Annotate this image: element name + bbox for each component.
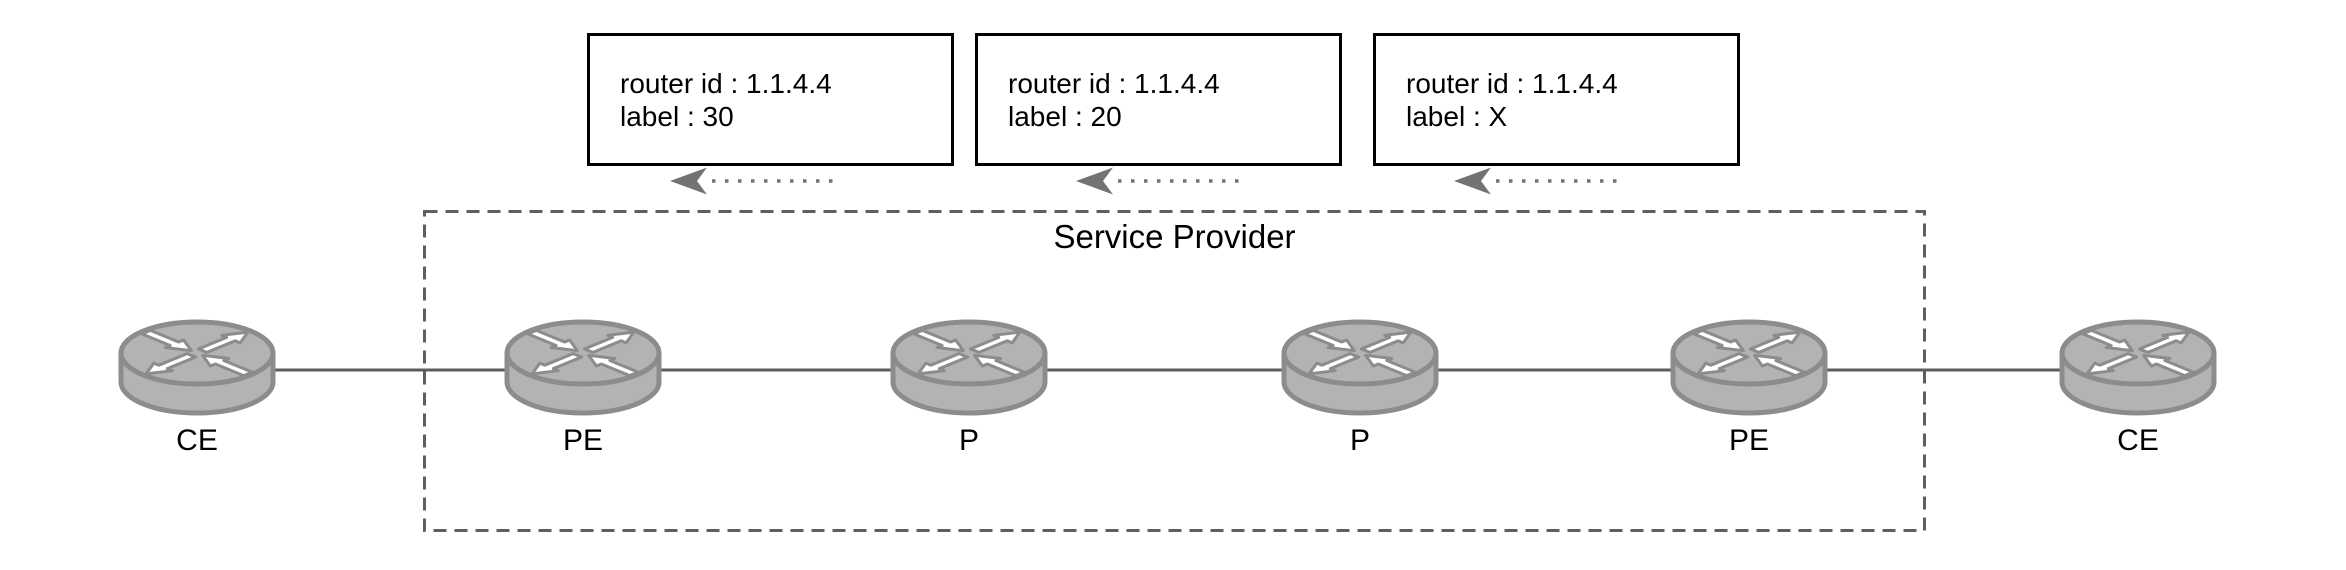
advert-router-id-line: router id : 1.1.4.4	[1406, 67, 1618, 99]
label-advert-box-3: router id : 1.1.4.4 label : X	[1373, 33, 1740, 166]
node-pe-right	[1669, 318, 1829, 418]
service-provider-boundary	[423, 210, 1926, 532]
node-label: PE	[562, 424, 604, 457]
router-icon	[2058, 318, 2218, 418]
router-icon	[503, 318, 663, 418]
label-advert-box-2: router id : 1.1.4.4 label : 20	[975, 33, 1342, 166]
router-icon	[117, 318, 277, 418]
label-advert-box-1: router id : 1.1.4.4 label : 30	[587, 33, 954, 166]
label-advert-arrow-3	[1454, 167, 1620, 195]
advert-label-line: label : X	[1406, 100, 1508, 132]
left-arrowhead-icon	[1076, 167, 1113, 195]
node-label: P	[1349, 424, 1370, 457]
label-advert-arrow-1	[670, 167, 836, 195]
node-label: CE	[176, 424, 218, 457]
left-arrowhead-icon	[1454, 167, 1491, 195]
node-p-left	[889, 318, 1049, 418]
node-p-right	[1280, 318, 1440, 418]
router-icon	[1669, 318, 1829, 418]
router-icon	[889, 318, 1049, 418]
node-label: P	[958, 424, 979, 457]
label-advert-arrow-2	[1076, 167, 1242, 195]
service-provider-region-label: Service Provider	[1053, 218, 1296, 255]
advert-router-id-line: router id : 1.1.4.4	[620, 67, 832, 99]
advert-label-line: label : 30	[620, 100, 734, 132]
node-ce-right	[2058, 318, 2218, 418]
router-icon	[1280, 318, 1440, 418]
left-arrowhead-icon	[670, 167, 707, 195]
node-ce-left	[117, 318, 277, 418]
advert-router-id-line: router id : 1.1.4.4	[1008, 67, 1220, 99]
advert-label-line: label : 20	[1008, 100, 1122, 132]
node-label: PE	[1728, 424, 1770, 457]
node-label: CE	[2117, 424, 2159, 457]
node-pe-left	[503, 318, 663, 418]
